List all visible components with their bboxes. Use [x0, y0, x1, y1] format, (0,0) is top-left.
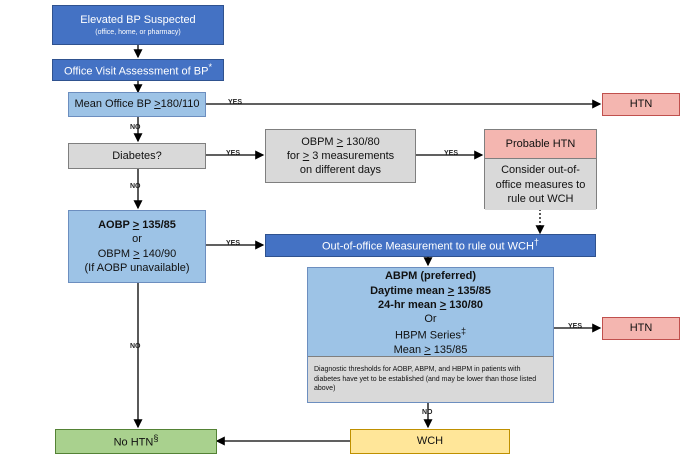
htn-top-text: HTN — [629, 98, 653, 111]
no-htn-sup: § — [153, 433, 159, 444]
abpm-line3-value: 130/80 — [446, 298, 483, 311]
edge-label-yes-3: YES — [444, 150, 459, 157]
abpm-line3-prefix: 24-hr mean — [378, 298, 440, 311]
elevated-subtitle: (office, home, or pharmacy) — [95, 28, 181, 36]
elevated-bp-suspected-box: Elevated BP Suspected (office, home, or … — [52, 5, 224, 45]
office-visit-text: Office Visit Assessment of BP — [63, 65, 209, 78]
edge-label-yes-5: YES — [568, 323, 583, 330]
mean-office-bp-box: Mean Office BP >180/110 — [68, 92, 206, 117]
mean-office-threshold: 180/110 — [160, 98, 200, 111]
aobp-box: AOBP > 135/85 or OBPM > 140/90 (If AOBP … — [68, 210, 206, 283]
edge-label-yes-4: YES — [226, 240, 241, 247]
no-htn-box: No HTN§ — [55, 429, 217, 454]
htn-bottom-text: HTN — [629, 322, 653, 335]
aobp-line1-cmp: > — [132, 218, 140, 231]
diabetes-box: Diabetes? — [68, 143, 206, 169]
out-of-office-line: Out-of-office Measurement to rule out WC… — [322, 237, 539, 254]
htn-top-box: HTN — [602, 93, 680, 116]
office-visit-box: Office Visit Assessment of BP* — [52, 59, 224, 81]
abpm-line-1: ABPM (preferred) — [384, 270, 477, 283]
aobp-line-1: AOBP > 135/85 — [98, 218, 176, 232]
obpm-box: OBPM > 130/80 for > 3 measurements on di… — [265, 129, 416, 183]
abpm-line-3: 24-hr mean > 130/80 — [378, 298, 483, 312]
obpm-line1-cmp: > — [336, 135, 344, 148]
elevated-title: Elevated BP Suspected — [80, 14, 196, 27]
diabetes-text: Diabetes? — [112, 149, 162, 162]
abpm-note: Diagnostic thresholds for AOBP, ABPM, an… — [308, 357, 553, 402]
abpm-line2-cmp: > — [447, 284, 455, 297]
edge-label-no-2: NO — [130, 183, 141, 190]
aobp-line3-value: 140/90 — [139, 247, 177, 260]
obpm-line-2: for > 3 measurements — [287, 149, 394, 163]
abpm-line6-cmp: > — [424, 344, 431, 357]
abpm-criteria: ABPM (preferred) Daytime mean > 135/85 2… — [308, 268, 553, 357]
edge-label-yes-2: YES — [226, 150, 241, 157]
no-htn-line: No HTN§ — [114, 433, 159, 450]
mean-office-prefix: Mean Office BP — [74, 98, 155, 111]
no-htn-text: No HTN — [113, 436, 154, 449]
aobp-line-4: (If AOBP unavailable) — [84, 261, 190, 274]
wch-text: WCH — [416, 435, 444, 448]
htn-bottom-box: HTN — [602, 317, 680, 340]
edge-label-no-4: NO — [422, 409, 433, 416]
out-of-office-text: Out-of-office Measurement to rule out WC… — [321, 240, 534, 253]
edge-label-no-1: NO — [130, 124, 141, 131]
office-visit-sup: * — [208, 61, 213, 72]
obpm-line2-value: 3 measurements — [309, 149, 395, 162]
probable-htn-title: Probable HTN — [485, 130, 596, 160]
aobp-line1-prefix: AOBP — [98, 218, 133, 231]
edge-label-yes-1: YES — [228, 99, 243, 106]
out-of-office-sup: † — [533, 237, 540, 248]
obpm-line2-prefix: for — [286, 149, 303, 162]
probable-htn-body: Consider out-of-office measures to rule … — [485, 159, 596, 211]
office-visit-line: Office Visit Assessment of BP* — [64, 62, 212, 79]
abpm-line3-cmp: > — [439, 298, 447, 311]
aobp-line3-cmp: > — [133, 247, 140, 260]
abpm-or: Or — [424, 313, 437, 326]
obpm-line-3: on different days — [299, 164, 382, 177]
aobp-line-3: OBPM > 140/90 — [98, 247, 177, 261]
out-of-office-box: Out-of-office Measurement to rule out WC… — [265, 234, 596, 257]
mean-office-cmp: > — [154, 98, 161, 111]
obpm-line2-cmp: > — [302, 149, 310, 162]
obpm-line1-value: 130/80 — [343, 135, 380, 148]
abpm-line-2: Daytime mean > 135/85 — [370, 284, 491, 298]
abpm-line6-value: 135/85 — [430, 344, 468, 357]
aobp-line3-prefix: OBPM — [97, 247, 134, 260]
abpm-line5-sup: ‡ — [460, 326, 467, 337]
obpm-line1-prefix: OBPM — [301, 135, 337, 148]
abpm-line-5: HBPM Series‡ — [395, 326, 466, 343]
edge-label-no-3: NO — [130, 343, 141, 350]
aobp-line1-value: 135/85 — [139, 218, 176, 231]
abpm-box: ABPM (preferred) Daytime mean > 135/85 2… — [307, 267, 554, 403]
abpm-line-6: Mean > 135/85 — [394, 343, 468, 357]
obpm-line-1: OBPM > 130/80 — [301, 135, 380, 149]
wch-box: WCH — [350, 429, 510, 454]
mean-office-line: Mean Office BP >180/110 — [74, 97, 199, 111]
abpm-line5-text: HBPM Series — [394, 330, 461, 343]
probable-htn-box: Probable HTN Consider out-of-office meas… — [484, 129, 597, 211]
aobp-or: or — [132, 233, 142, 246]
abpm-line2-prefix: Daytime mean — [370, 284, 448, 297]
abpm-line2-value: 135/85 — [454, 284, 491, 297]
abpm-line6-prefix: Mean — [393, 344, 425, 357]
